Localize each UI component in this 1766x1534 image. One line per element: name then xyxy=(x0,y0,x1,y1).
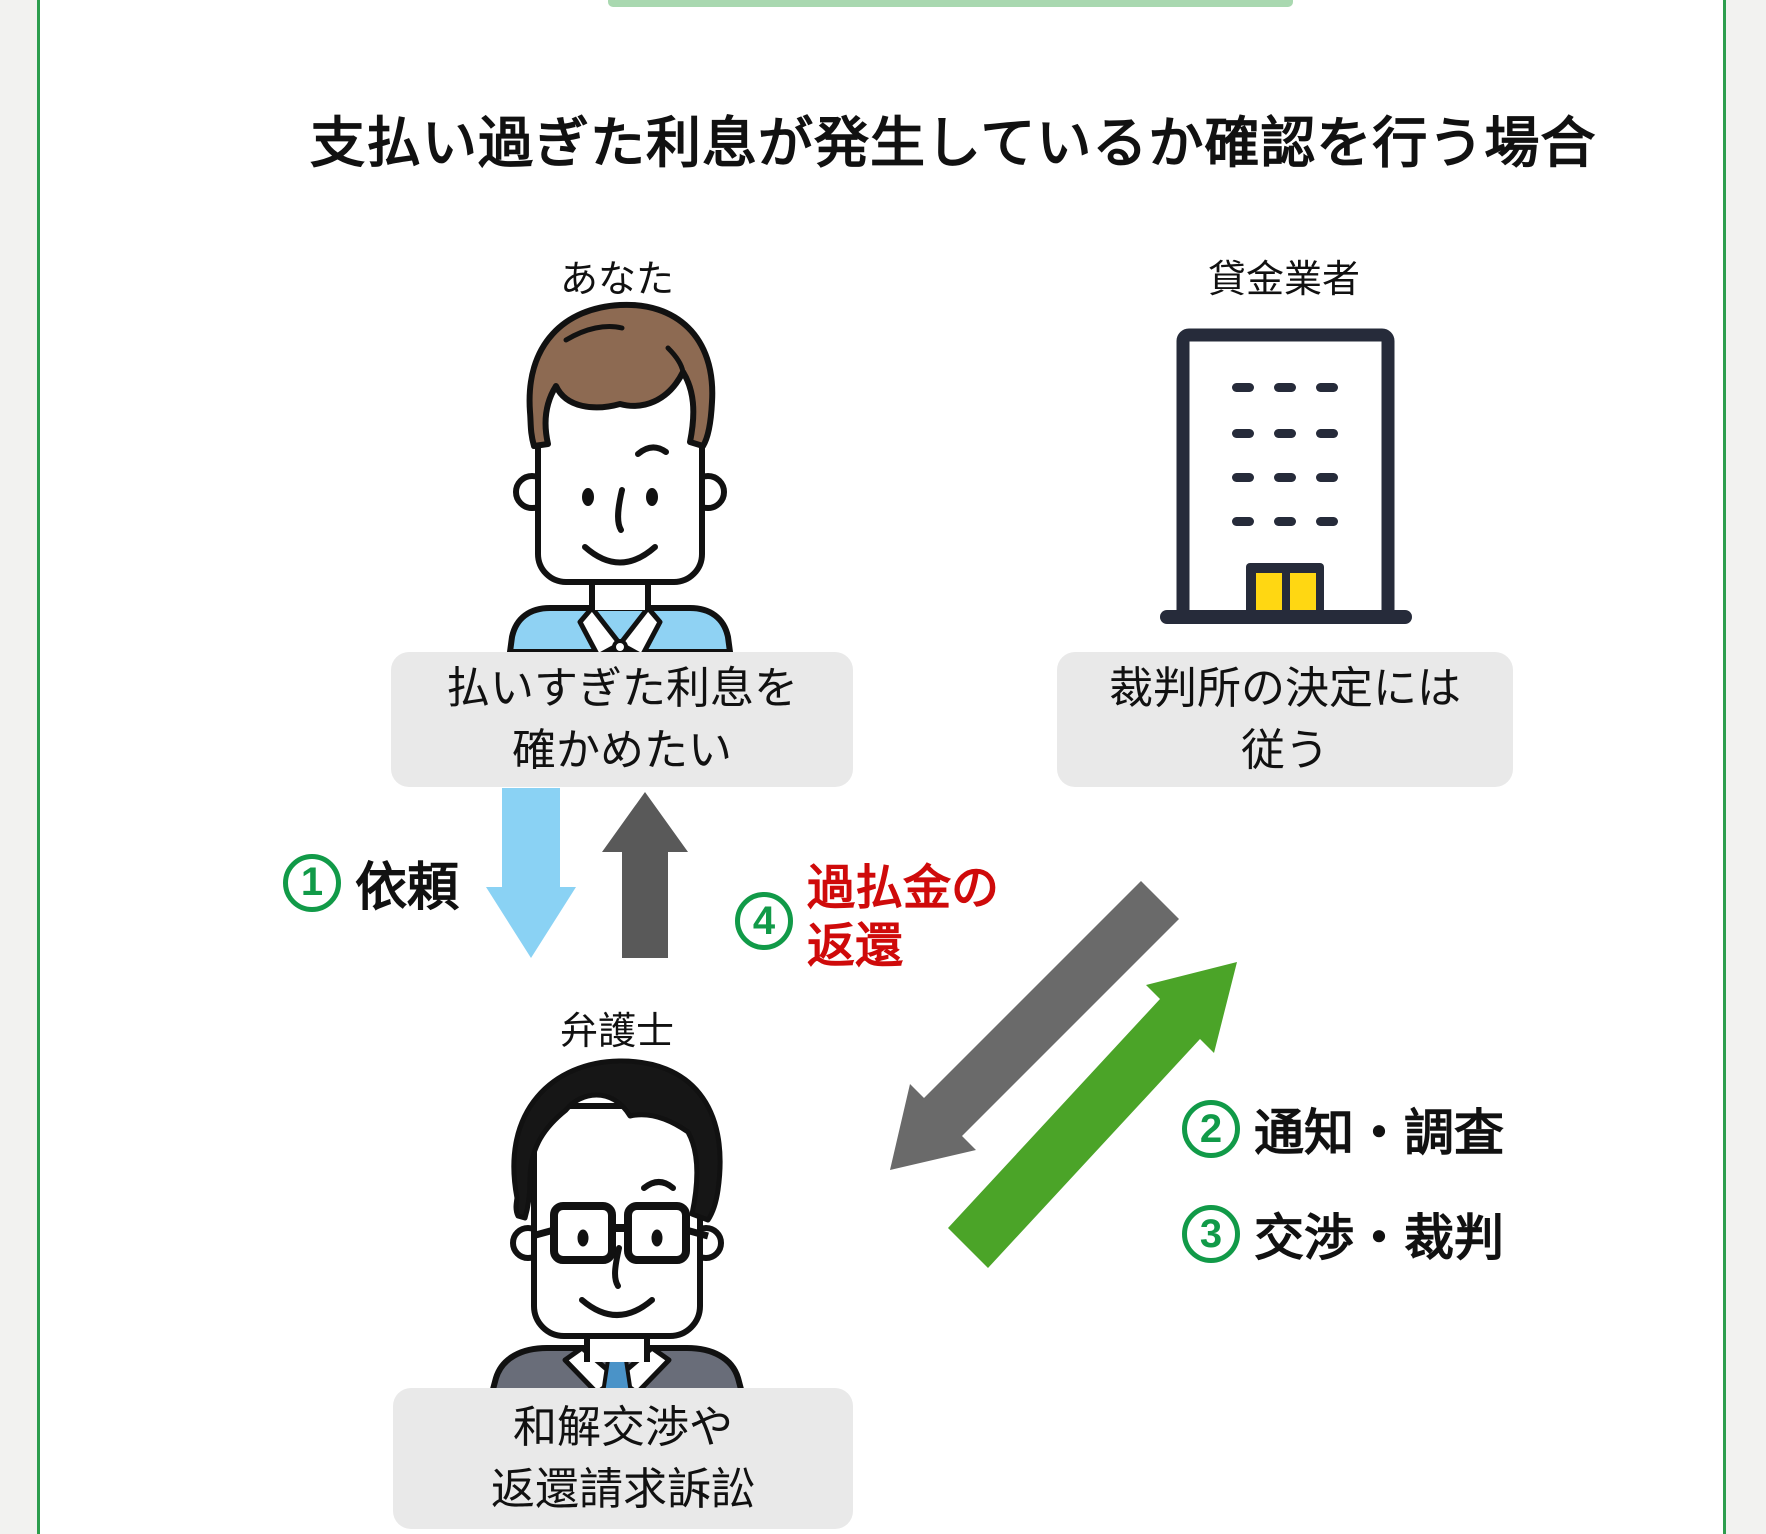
left-margin xyxy=(0,0,37,1534)
note-box-lawyer: 和解交渉や 返還請求訴訟 xyxy=(393,1388,853,1529)
step-3-negotiation: 3 交渉・裁判 xyxy=(1182,1198,1504,1270)
note-box-you-line1: 払いすぎた利息を xyxy=(446,663,798,713)
lawyer-person-icon xyxy=(488,1058,746,1393)
right-green-border xyxy=(1723,0,1726,1534)
note-box-lender-line2: 従う xyxy=(1241,725,1329,775)
step-3-label: 交渉・裁判 xyxy=(1254,1210,1504,1266)
step-2-label: 通知・調査 xyxy=(1254,1105,1504,1161)
step-1-number-badge: 1 xyxy=(283,853,341,912)
note-box-lender: 裁判所の決定には 従う xyxy=(1057,652,1513,787)
step-3-number-badge: 3 xyxy=(1182,1205,1240,1263)
actor-label-lender: 貸金業者 xyxy=(1207,259,1360,301)
page-title: 支払い過ぎた利息が発生しているか確認を行う場合 xyxy=(310,112,1597,174)
note-box-lender-line1: 裁判所の決定には xyxy=(1109,663,1461,713)
right-margin xyxy=(1726,0,1766,1534)
note-box-lawyer-line1: 和解交渉や xyxy=(513,1402,733,1452)
step-2-number-badge: 2 xyxy=(1182,1100,1240,1158)
note-box-you-line2: 確かめたい xyxy=(512,725,732,775)
lender-building-icon xyxy=(1160,328,1412,624)
step-1-request: 1 依頼 xyxy=(283,845,459,920)
step-4-number-badge: 4 xyxy=(735,892,793,950)
note-box-you: 払いすぎた利息を 確かめたい xyxy=(391,652,853,787)
top-green-bar xyxy=(608,0,1293,7)
you-person-icon xyxy=(506,301,734,652)
step-2-notice: 2 通知・調査 xyxy=(1182,1093,1504,1165)
request-down-arrow-icon xyxy=(486,788,576,958)
note-box-lawyer-line2: 返還請求訴訟 xyxy=(491,1464,755,1514)
return-up-arrow-icon xyxy=(602,792,688,958)
step-4-label-line1: 過払金の xyxy=(807,862,1000,915)
step-4-label: 過払金の 返還 xyxy=(807,860,999,976)
actor-label-lawyer: 弁護士 xyxy=(559,1011,674,1053)
step-4-refund: 4 過払金の 返還 xyxy=(735,860,999,976)
actor-label-you: あなた xyxy=(559,259,674,301)
step-1-label: 依頼 xyxy=(355,859,460,917)
step-4-label-line2: 返還 xyxy=(807,920,904,973)
left-green-border xyxy=(37,0,40,1534)
